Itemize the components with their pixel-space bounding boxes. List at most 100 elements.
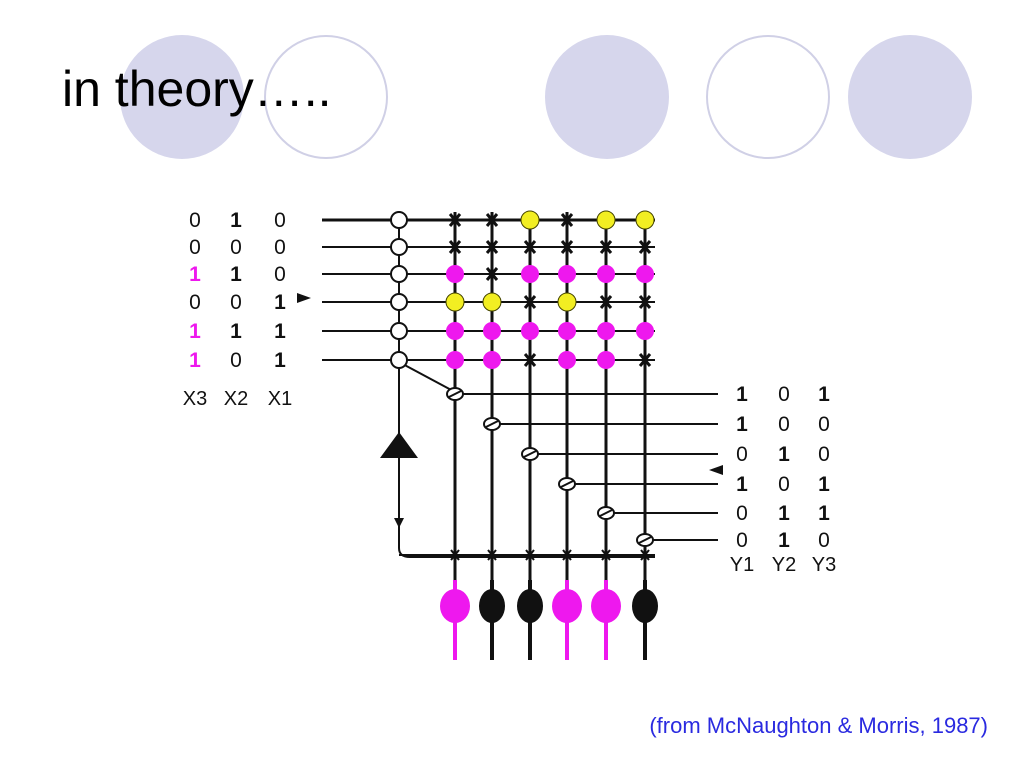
synapse-active-magenta	[597, 322, 615, 340]
output-neuron-2	[479, 589, 505, 623]
synapse-active-magenta	[446, 265, 464, 283]
recall-junction-hatch	[638, 536, 652, 544]
output-neuron-1	[440, 589, 470, 623]
input-node-1	[390, 211, 408, 229]
feedback-up-arrow	[380, 432, 418, 458]
input-pattern-digit: 0	[230, 236, 242, 259]
decorative-circle-2	[264, 35, 388, 159]
input-pattern-digit: 1	[274, 320, 286, 343]
recall-pattern-digit: 0	[818, 529, 830, 552]
recall-pattern-digit: 0	[818, 443, 830, 466]
recall-junction-hatch	[523, 450, 537, 458]
input-pattern-digit: 0	[189, 209, 201, 232]
recall-pattern-digit: 0	[736, 443, 748, 466]
input-node-3	[390, 265, 408, 283]
recall-pattern-digit: 1	[778, 502, 790, 525]
synapse-inactive	[638, 295, 652, 309]
synapse-inactive	[448, 213, 462, 227]
input-node-2	[390, 238, 408, 256]
recall-junction-hatch	[485, 420, 499, 428]
synapse-inactive	[638, 353, 652, 367]
synapse-active-magenta	[483, 322, 501, 340]
recall-pattern-digit: 0	[778, 473, 790, 496]
citation: (from McNaughton & Morris, 1987)	[649, 713, 988, 738]
recall-header-y2: Y2	[772, 554, 796, 576]
bus-junction-mark	[525, 549, 535, 561]
synapse-inactive	[599, 240, 613, 254]
output-neuron-6	[632, 589, 658, 623]
input-pattern-digit: 1	[230, 209, 242, 232]
bus-junction-mark	[640, 549, 650, 561]
recall-pointer-arrow	[709, 465, 723, 475]
bus-junction-mark	[487, 549, 497, 561]
input-header-x3: X3	[183, 388, 207, 410]
synapse-active-yellow	[445, 292, 465, 312]
input-pattern-digit: 0	[189, 291, 201, 314]
synapse-inactive	[448, 240, 462, 254]
recall-junction-hatch	[599, 509, 613, 517]
input-pattern-digit: 1	[274, 349, 286, 372]
synapse-active-magenta	[446, 322, 464, 340]
synapse-active-magenta	[636, 322, 654, 340]
synapse-active-magenta	[597, 351, 615, 369]
synapse-active-magenta	[558, 265, 576, 283]
decorative-circle-1	[120, 35, 244, 159]
recall-pattern-digit: 0	[736, 502, 748, 525]
recall-pattern-digit: 1	[818, 473, 830, 496]
synapse-active-magenta	[558, 351, 576, 369]
synapse-inactive	[599, 295, 613, 309]
input-pattern-digit: 1	[189, 349, 201, 372]
synapse-active-magenta	[483, 351, 501, 369]
synapse-active-magenta	[597, 265, 615, 283]
input-pattern-digit: 0	[274, 263, 286, 286]
synapse-active-yellow	[596, 210, 616, 230]
input-pattern-digit: 1	[230, 320, 242, 343]
recall-pattern-digit: 0	[818, 413, 830, 436]
recall-pattern-digit: 1	[736, 383, 748, 406]
output-neuron-5	[591, 589, 621, 623]
recall-pattern-digit: 1	[818, 383, 830, 406]
recall-pattern-digit: 0	[736, 529, 748, 552]
recall-pattern-digit: 1	[778, 443, 790, 466]
input-pattern-digit: 1	[230, 263, 242, 286]
input-header-x2: X2	[224, 388, 248, 410]
synapse-active-magenta	[521, 322, 539, 340]
recall-header-y3: Y3	[812, 554, 836, 576]
synapse-active-yellow	[635, 210, 655, 230]
bus-junction-mark	[450, 549, 460, 561]
synapse-active-magenta	[521, 265, 539, 283]
output-neuron-4	[552, 589, 582, 623]
recall-junction-hatch	[448, 390, 462, 398]
output-neuron-3	[517, 589, 543, 623]
feedback-down-arrow	[394, 518, 404, 528]
input-pattern-digit: 1	[189, 320, 201, 343]
input-pattern-digit: 0	[189, 236, 201, 259]
synapse-inactive	[638, 240, 652, 254]
synapse-active-magenta	[558, 322, 576, 340]
input-node-6	[390, 351, 408, 369]
bus-junction-mark	[601, 549, 611, 561]
input-pointer-arrow	[297, 293, 311, 303]
recall-pattern-digit: 1	[818, 502, 830, 525]
input-pattern-digit: 0	[274, 236, 286, 259]
recall-pattern-digit: 1	[736, 473, 748, 496]
decorative-circle-3	[545, 35, 669, 159]
synapse-inactive	[485, 213, 499, 227]
synapse-active-yellow	[557, 292, 577, 312]
recall-pattern-digit: 1	[778, 529, 790, 552]
input-node-5	[390, 322, 408, 340]
input-node-4	[390, 293, 408, 311]
synapse-inactive	[523, 295, 537, 309]
input-pattern-digit: 0	[230, 291, 242, 314]
recall-pattern-digit: 1	[736, 413, 748, 436]
input-header-x1: X1	[268, 388, 292, 410]
recall-junction-hatch	[560, 480, 574, 488]
bus-junction-mark	[562, 549, 572, 561]
diagonal-connector	[398, 361, 456, 393]
input-pattern-digit: 0	[230, 349, 242, 372]
recall-header-y1: Y1	[730, 554, 754, 576]
synapse-inactive	[523, 353, 537, 367]
synapse-active-yellow	[520, 210, 540, 230]
input-pattern-digit: 1	[189, 263, 201, 286]
